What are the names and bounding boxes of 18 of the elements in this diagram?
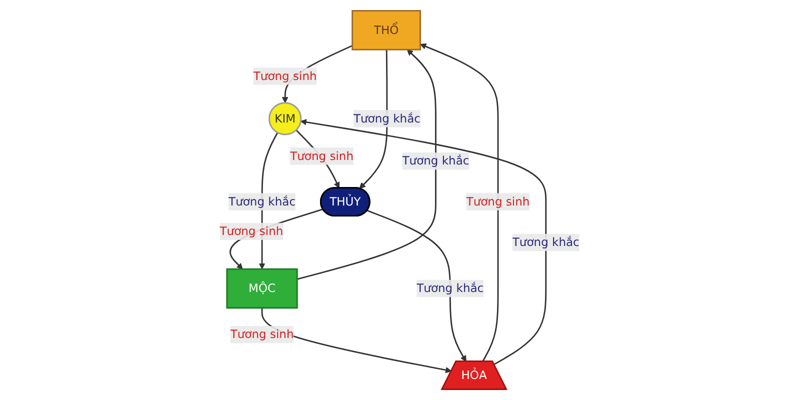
edge-label: Tương sinh xyxy=(466,194,530,208)
edge-label: Tương khắc xyxy=(512,235,580,249)
edge-label: Tương sinh xyxy=(290,149,354,163)
edge-label: Tương sinh xyxy=(230,327,294,342)
edge-label: Tương khắc xyxy=(402,154,470,168)
arrow xyxy=(360,50,388,189)
node-box: THỔ xyxy=(352,10,422,50)
edge-label: Tương khắc xyxy=(354,111,421,126)
node-circle: KIM xyxy=(268,102,302,136)
arrow xyxy=(300,119,548,366)
edge-label: Tương sinh xyxy=(220,224,284,238)
edge-label: Tương sinh xyxy=(254,69,318,83)
node-box: MỘC xyxy=(226,268,298,309)
arrow xyxy=(367,210,467,362)
edge-label: Tương khắc xyxy=(417,281,484,295)
arrow xyxy=(262,308,452,374)
edge-label: Tương khắc xyxy=(228,194,296,208)
arrow xyxy=(420,43,500,362)
